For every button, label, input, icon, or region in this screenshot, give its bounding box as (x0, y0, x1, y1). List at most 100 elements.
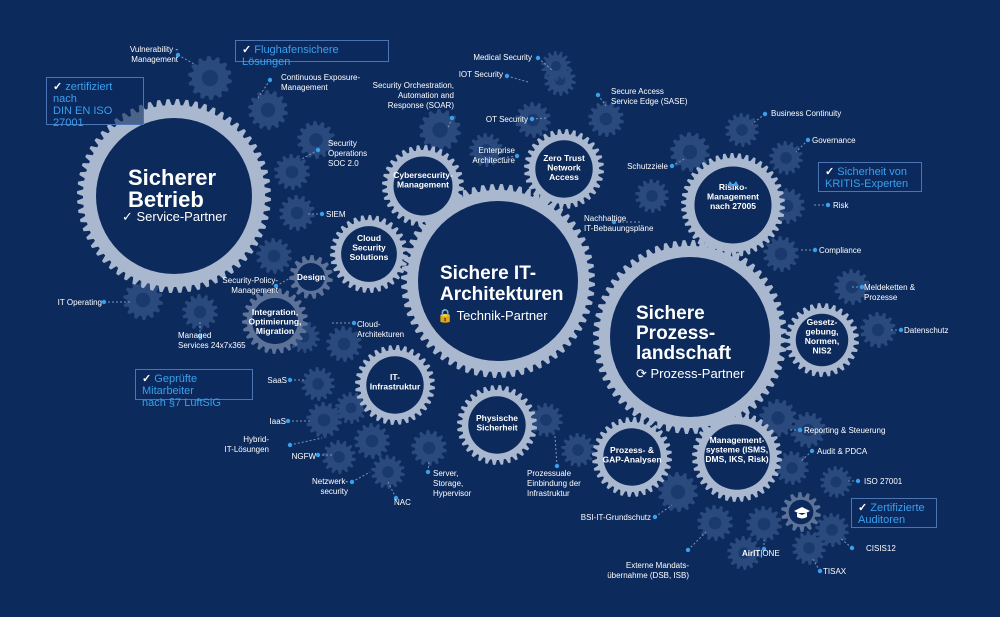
decorative-gear-33 (658, 472, 698, 512)
label-dot (393, 495, 399, 501)
mid-label-cybersecurity: Cybersecurity-Management (393, 170, 453, 190)
label-dot (762, 111, 768, 117)
label-netzwerk-security: Netzwerk-security (312, 477, 348, 496)
label-dot (898, 327, 904, 333)
label-dot (351, 320, 357, 326)
decorative-gear-18 (725, 113, 759, 147)
decorative-gear-29 (411, 430, 447, 466)
label-dot (849, 545, 855, 551)
label-cisis12: CISIS12 (866, 544, 896, 553)
decorative-gear-24 (301, 367, 335, 401)
label-governance: Governance (812, 136, 856, 145)
check-icon: ✓ (825, 166, 835, 178)
hub-title-architektur: Sichere IT-Architekturen (440, 263, 564, 305)
auditoren-box: ✓ Zertifizierte Auditoren (851, 498, 937, 528)
label-dot (285, 418, 291, 424)
decorative-gear-31 (529, 403, 563, 437)
decorative-gear-7 (182, 294, 218, 330)
label-dot (797, 427, 803, 433)
label-saas: SaaS (267, 376, 287, 385)
decorative-gear-19 (769, 141, 803, 175)
label-risk: Risk (833, 201, 850, 210)
decorative-gear-43 (561, 433, 595, 467)
mid-gear-4 (242, 288, 308, 354)
hub-subtitle-architektur: 🔒 Technik-Partner (437, 308, 548, 323)
mid-gear-3 (289, 255, 333, 299)
check-icon: ✓ (242, 44, 252, 56)
label-dot (287, 442, 293, 448)
label-dot (554, 463, 560, 469)
label-ot-security: OT Security (486, 115, 528, 124)
decorative-gear-3 (274, 154, 310, 190)
label-server-storage: Server,Storage,Hypervisor (433, 469, 472, 498)
label-dot (425, 469, 431, 475)
decorative-gear-30 (371, 455, 405, 489)
mitarbeiter-box: ✓ Geprüfte Mitarbeiter nach §7 LuftSiG (135, 369, 253, 409)
label-tisax: TISAX (823, 567, 847, 576)
label-dot (685, 547, 691, 553)
decorative-gear-23 (860, 312, 896, 348)
decorative-gear-36 (727, 536, 761, 570)
label-iso-27001: ISO 27001 (864, 477, 903, 486)
hub-gear-prozess (593, 240, 787, 434)
label-dot (197, 333, 203, 339)
label-cloud-architekturen: Cloud-Architekturen (357, 320, 404, 339)
mid-label-design: Design (297, 272, 325, 282)
label-dot (287, 377, 293, 383)
decorative-gear-2 (297, 121, 335, 159)
decorative-gear-40 (820, 466, 852, 498)
decorative-gear-35 (746, 506, 782, 542)
check-icon: ✓ (142, 373, 152, 385)
label-dot (315, 452, 321, 458)
decorative-gear-27 (354, 423, 390, 459)
mid-gear-8 (785, 303, 859, 377)
mid-label-managementsysteme: Management-systeme (ISMS,DMS, IKS, Risk) (705, 435, 768, 464)
label-dot (611, 219, 617, 225)
label-dot (273, 283, 279, 289)
decorative-gear-28 (322, 440, 356, 474)
label-hybrid-it: Hybrid-IT-Lösungen (225, 435, 270, 454)
label-audit-pdca: Audit & PDCA (817, 447, 868, 456)
label-dot (529, 116, 535, 122)
connector-lines (101, 52, 904, 574)
label-dot (595, 92, 601, 98)
label-dot (809, 448, 815, 454)
decorative-gear-4 (279, 195, 315, 231)
label-iaas: IaaS (270, 417, 286, 426)
label-dot (535, 55, 541, 61)
label-dot (315, 147, 321, 153)
decorative-gear-9 (326, 326, 362, 362)
label-dot (101, 299, 107, 305)
decorative-gear-11 (469, 133, 503, 167)
mid-gear-9 (592, 417, 672, 497)
mid-gear-0 (382, 145, 464, 227)
mid-label-gesetzgebung: Gesetz-gebung,Normen,NIS2 (805, 317, 839, 356)
mid-label-integration: Integration,Optimierung,Migration (249, 307, 302, 336)
decorative-gear-38 (790, 412, 826, 448)
label-it-operating: IT Operating (58, 298, 102, 307)
mid-gear-5 (355, 345, 435, 425)
label-dot (504, 73, 510, 79)
mid-gear-7 (681, 153, 785, 257)
label-siem: SIEM (326, 210, 346, 219)
decorative-gear-17 (670, 132, 710, 172)
label-dot (449, 115, 455, 121)
label-security-policy: Security-Policy-Management (222, 276, 278, 295)
zertifiziert-box: ✓ zertifiziert nach DIN EN ISO 27001 (46, 77, 144, 129)
label-dot (761, 546, 767, 552)
hub-subtitle-prozess: ⟳ Prozess-Partner (636, 366, 745, 381)
label-continuous-exposure: Continuous Exposure-Management (281, 73, 360, 92)
